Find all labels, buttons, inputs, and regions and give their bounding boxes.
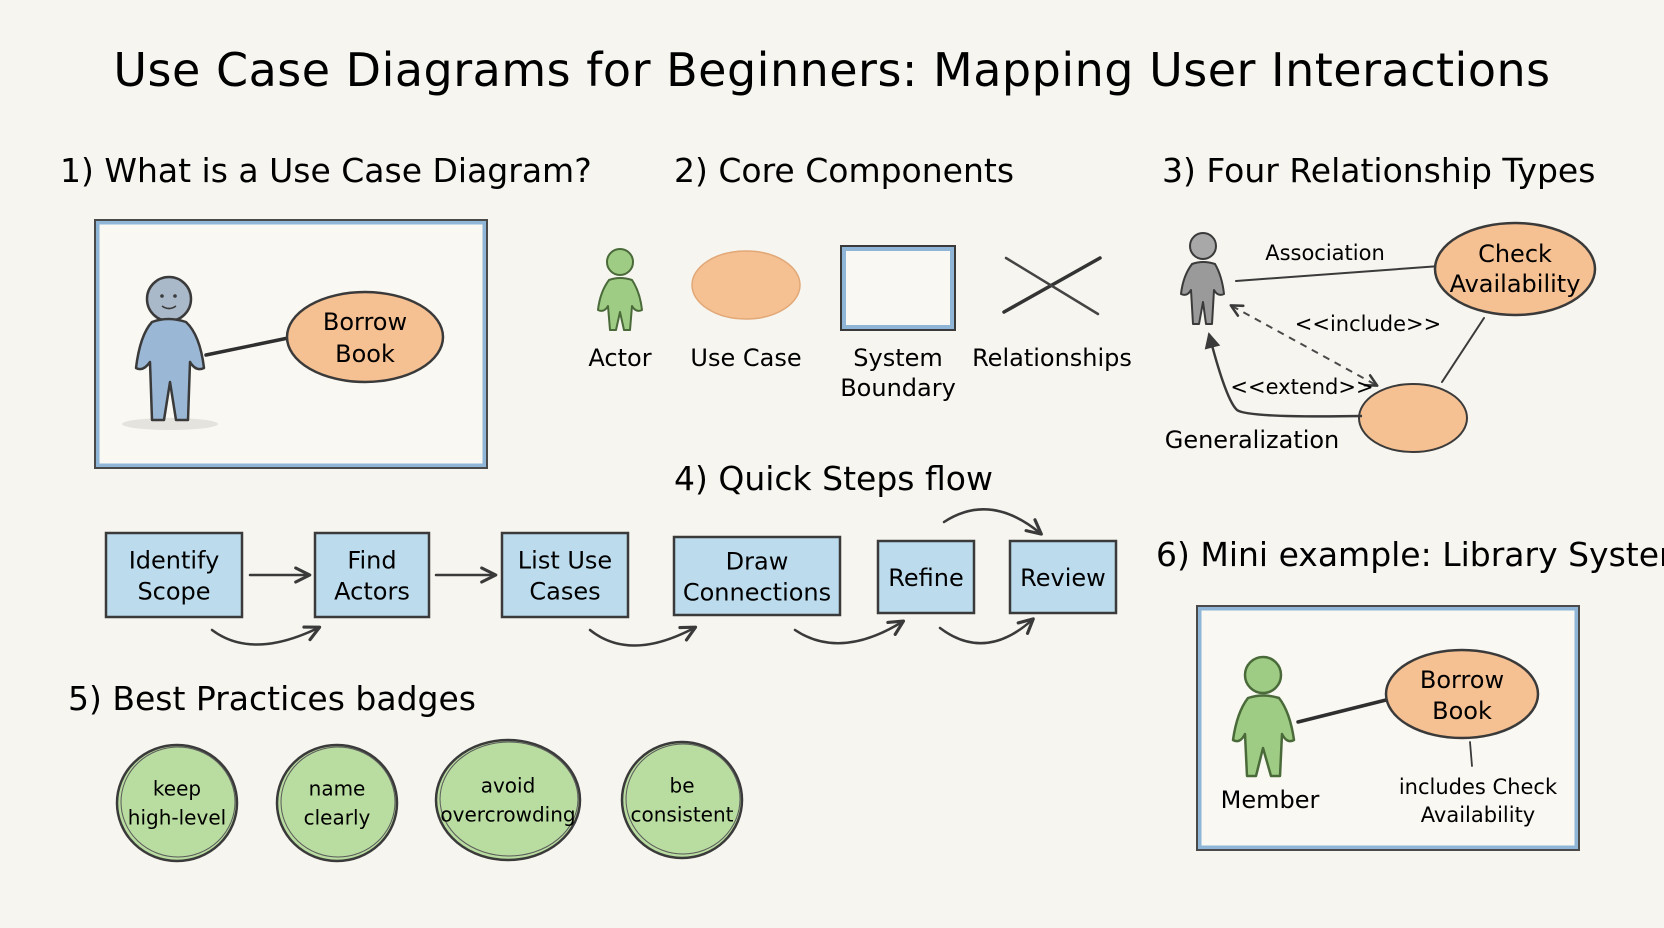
s1-use-case-borrow-book: Borrow Book bbox=[285, 290, 445, 384]
badge-label: be bbox=[670, 774, 695, 798]
flow-connector-arrow bbox=[793, 619, 906, 645]
flow-step-label: Identify bbox=[129, 547, 220, 575]
s1-use-case-label-2: Book bbox=[335, 340, 395, 368]
flow-step-label: Refine bbox=[888, 564, 963, 592]
s2-use-case-label: Use Case bbox=[690, 344, 801, 372]
s6-actor-member bbox=[1231, 655, 1296, 778]
s3-use-case-check-availability: Check Availability bbox=[1433, 221, 1597, 317]
s3-generalization-label: Generalization bbox=[1165, 426, 1340, 454]
flow-connector-arrow bbox=[942, 508, 1043, 536]
flow-step-label: Connections bbox=[683, 579, 831, 607]
s6-note-line-1: includes Check bbox=[1399, 775, 1558, 799]
s3-generalization-arrow bbox=[1204, 332, 1363, 418]
s2-actor-label: Actor bbox=[588, 344, 651, 372]
badge-label: clearly bbox=[304, 806, 371, 830]
badge-label: high-level bbox=[128, 806, 226, 830]
flow-step-label: Draw bbox=[726, 548, 789, 576]
s6-use-case-borrow-book: Borrow Book bbox=[1384, 648, 1540, 740]
flow-step-label: Cases bbox=[529, 578, 600, 606]
s3-use-case-label-2: Availability bbox=[1450, 270, 1581, 298]
best-practice-badge: keep high-level bbox=[115, 743, 239, 863]
section-2-heading: 2) Core Components bbox=[674, 151, 1014, 190]
flow-step-label: Find bbox=[347, 547, 396, 575]
s2-use-case-shape bbox=[691, 250, 801, 320]
s6-note-line-2: Availability bbox=[1421, 803, 1535, 827]
s2-relationships-label: Relationships bbox=[972, 344, 1132, 372]
badge-label: keep bbox=[153, 777, 201, 801]
s3-extend-label: <<extend>> bbox=[1230, 375, 1373, 399]
s2-relationships-lines bbox=[1002, 256, 1102, 316]
s3-association-label: Association bbox=[1265, 241, 1385, 265]
s1-actor bbox=[122, 275, 218, 430]
section-6-heading: 6) Mini example: Library System bbox=[1156, 535, 1664, 574]
s5-badges: keep high-level name clearly avoid overcrowdi… bbox=[115, 738, 744, 863]
flow-connector-arrow bbox=[938, 617, 1035, 645]
s3-actor-icon bbox=[1180, 232, 1225, 325]
best-practice-badge: avoid overcrowding bbox=[434, 738, 582, 862]
s3-include-dashed-arrow bbox=[1229, 304, 1379, 387]
badge-label: overcrowding bbox=[440, 803, 575, 827]
flow-step: Refine bbox=[876, 539, 976, 615]
flow-step: Review bbox=[1008, 539, 1118, 615]
flow-step-label: Review bbox=[1020, 564, 1106, 592]
s3-include-label: <<include>> bbox=[1295, 312, 1441, 336]
s6-use-case-label-2: Book bbox=[1432, 697, 1492, 725]
best-practice-badge: name clearly bbox=[275, 743, 399, 863]
page-title: Use Case Diagrams for Beginners: Mapping… bbox=[113, 43, 1550, 97]
section-4-heading: 4) Quick Steps flow bbox=[674, 459, 993, 498]
flow-step-label: List Use bbox=[518, 547, 612, 575]
s6-use-case-label-1: Borrow bbox=[1420, 666, 1504, 694]
badge-label: consistent bbox=[631, 803, 734, 827]
s2-actor-icon bbox=[597, 248, 643, 331]
badge-label: name bbox=[309, 777, 366, 801]
s1-use-case-label-1: Borrow bbox=[323, 308, 407, 336]
best-practice-badge: be consistent bbox=[620, 740, 744, 860]
s2-boundary-shape bbox=[840, 245, 956, 331]
section-1-heading: 1) What is a Use Case Diagram? bbox=[60, 151, 592, 190]
badge-label: avoid bbox=[481, 774, 536, 798]
flow-step-label: Scope bbox=[137, 578, 210, 606]
s2-boundary-label-2: Boundary bbox=[840, 374, 956, 402]
section-5-heading: 5) Best Practices badges bbox=[68, 679, 476, 718]
s2-boundary-label-1: System bbox=[853, 344, 943, 372]
s3-use-case-lower bbox=[1358, 383, 1468, 453]
section-3-heading: 3) Four Relationship Types bbox=[1162, 151, 1595, 190]
s3-use-case-label-1: Check bbox=[1478, 240, 1552, 268]
flow-connector-arrow bbox=[588, 625, 698, 647]
s6-actor-label: Member bbox=[1221, 786, 1320, 814]
flow-connector-arrow bbox=[210, 625, 322, 646]
flow-step-label: Actors bbox=[334, 578, 410, 606]
